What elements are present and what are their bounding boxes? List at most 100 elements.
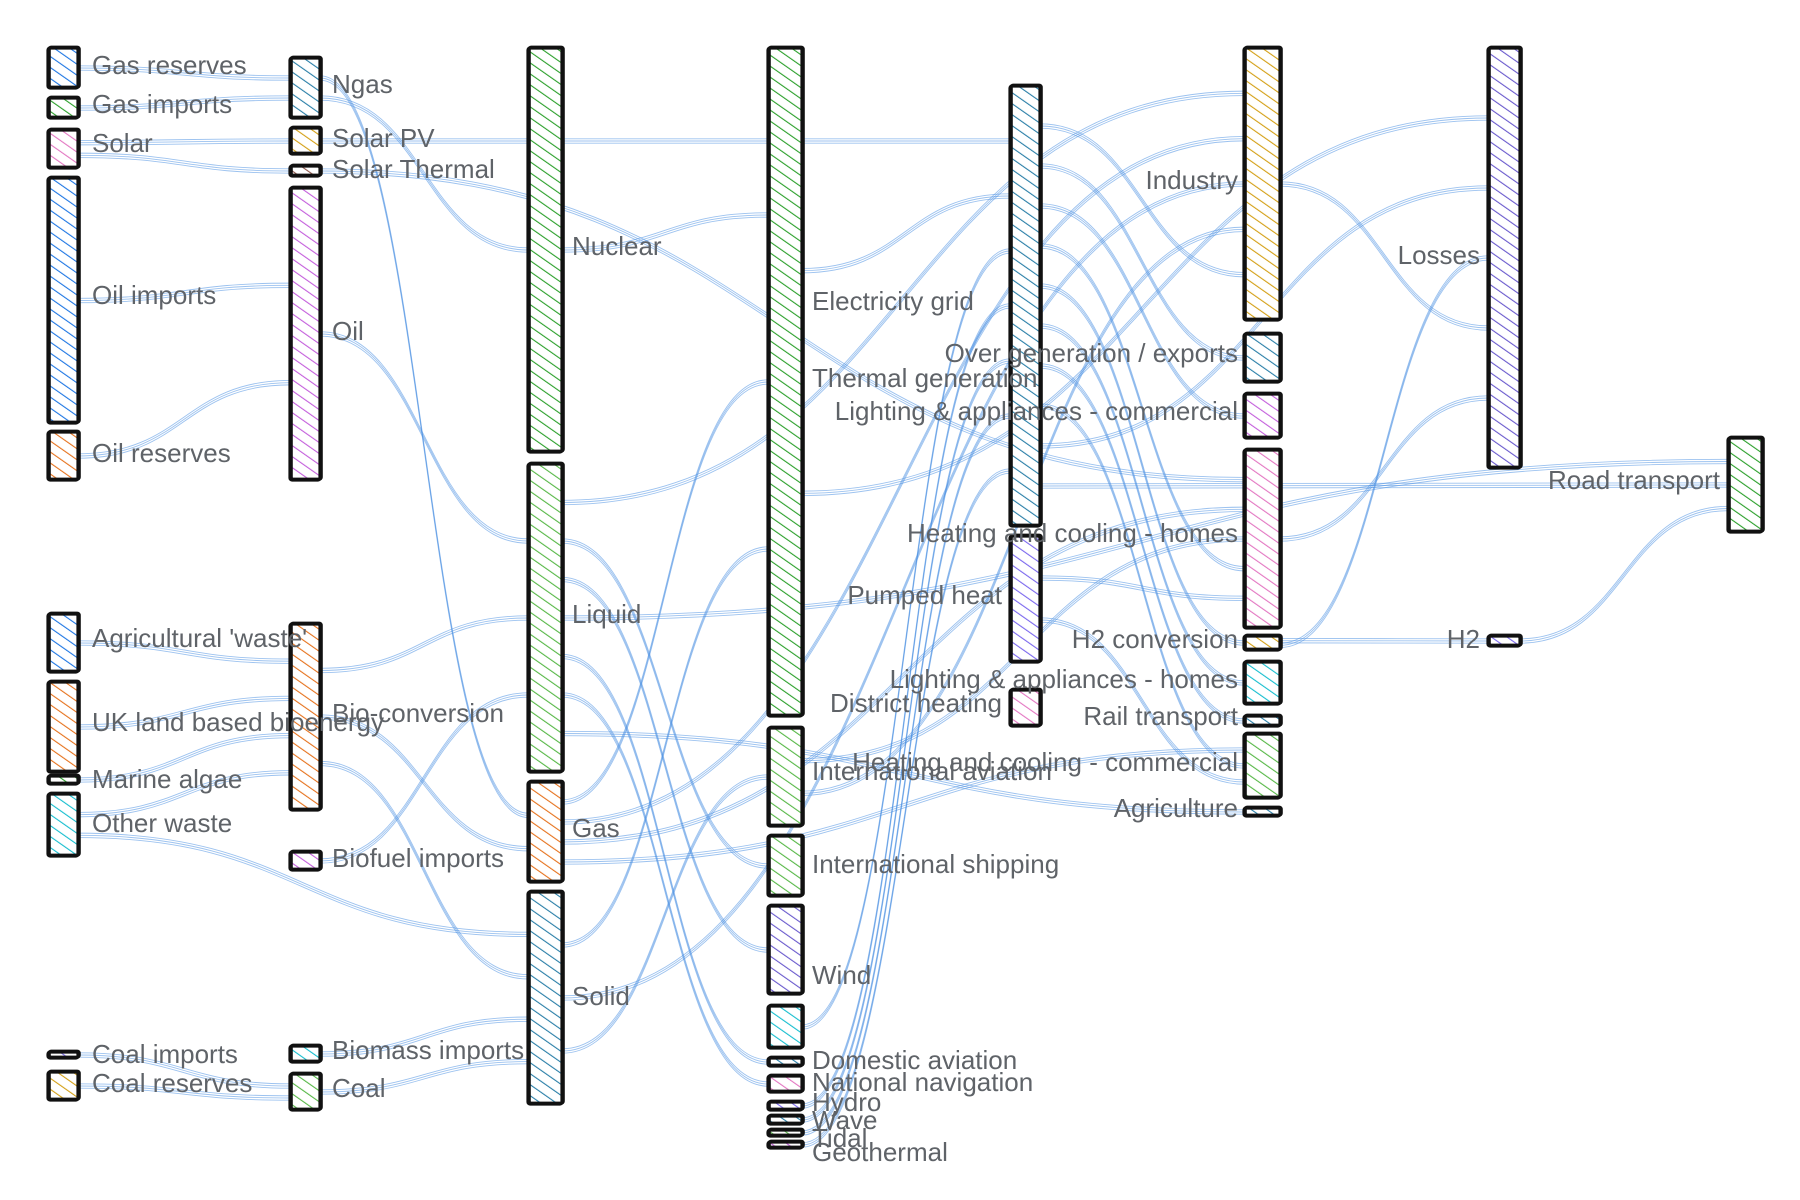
node-lighting-commercial-sketch — [1243, 391, 1283, 439]
link-other_waste-to-bio_conversion — [77, 774, 291, 818]
link-electricity_grid-to-lighting_commercial — [1039, 203, 1245, 415]
link-solid-to-industry — [561, 183, 1245, 999]
link-biofuel_imports-to-liquid — [319, 696, 529, 864]
link-biofuel_imports-to-liquid — [319, 694, 529, 862]
link-gas-to-thermal_generation — [561, 381, 769, 803]
node-wind[interactable] — [766, 1004, 804, 1050]
node-pumped-heat[interactable] — [1008, 534, 1042, 664]
node-solar[interactable] — [46, 128, 80, 170]
node-liquid-sketch — [527, 461, 565, 773]
node-uk-land[interactable] — [46, 680, 80, 774]
label-ngas: Ngas — [332, 69, 393, 99]
node-oil[interactable] — [288, 186, 322, 482]
node-biomass-imports-sketch — [289, 1043, 323, 1063]
link-solar-to-solar_thermal — [77, 154, 291, 172]
label-rail-transport: Rail transport — [1083, 701, 1238, 731]
label-losses: Losses — [1398, 240, 1480, 270]
link-thermal_generation-to-losses — [801, 115, 1489, 492]
node-wind-sketch — [767, 1003, 805, 1049]
link-bio_conversion-to-liquid — [319, 619, 529, 674]
link-bio_conversion-to-solid — [319, 763, 529, 978]
link-gas_imports-to-ngas — [77, 95, 291, 107]
link-solar-to-solar_thermal — [77, 152, 291, 170]
node-district-heating[interactable] — [766, 726, 804, 828]
node-agri-waste[interactable] — [46, 612, 80, 674]
label-oil-reserves: Oil reserves — [92, 438, 231, 468]
node-gas[interactable] — [526, 780, 564, 884]
node-pumped-heat-sketch — [1009, 533, 1043, 663]
link-heating_homes-to-losses — [1279, 399, 1489, 542]
node-solid[interactable] — [526, 890, 564, 1106]
node-road-transport[interactable] — [1726, 436, 1764, 534]
link-thermal_generation-to-losses — [801, 119, 1489, 496]
link-nuclear-to-thermal_generation — [561, 214, 769, 251]
node-biofuel-imports[interactable] — [288, 850, 322, 872]
node-losses[interactable] — [1486, 46, 1522, 470]
link-solar-to-solar_pv — [77, 138, 291, 141]
link-nuclear-to-thermal_generation — [561, 216, 769, 253]
label-solar-pv: Solar PV — [332, 123, 435, 153]
link-industry-to-losses — [1279, 183, 1489, 329]
node-coal[interactable] — [288, 1072, 322, 1112]
node-oil-imports[interactable] — [46, 176, 80, 425]
label-gas-reserves: Gas reserves — [92, 50, 247, 80]
node-intl-aviation-sketch — [767, 833, 805, 897]
link-industry-to-losses — [1279, 185, 1489, 331]
node-thermal-generation[interactable] — [766, 46, 804, 718]
label-agri-waste: Agricultural 'waste' — [92, 623, 307, 653]
link-biomass_imports-to-solid — [319, 1016, 529, 1053]
link-gas-to-heating_homes — [561, 511, 1245, 845]
node-domestic-aviation-sketch — [767, 1055, 805, 1067]
node-oil-reserves-sketch — [47, 429, 81, 481]
link-thermal_generation-to-losses — [801, 117, 1489, 494]
link-other_waste-to-bio_conversion — [77, 772, 291, 816]
node-heating-homes[interactable] — [1242, 448, 1282, 630]
node-over-generation[interactable] — [1242, 332, 1282, 384]
node-electricity-grid[interactable] — [1008, 84, 1042, 528]
label-solid: Solid — [572, 981, 630, 1011]
node-other-waste[interactable] — [46, 792, 80, 858]
link-uk_land-to-bio_conversion — [77, 700, 291, 730]
link-liquid-to-domestic_aviation — [561, 656, 769, 1063]
link-ngas-to-nuclear — [319, 99, 529, 253]
node-solar-pv[interactable] — [288, 126, 322, 156]
link-tidal-to-electricity_grid — [801, 417, 1011, 1136]
link-coal_reserves-to-coal — [77, 1085, 291, 1099]
link-uk_land-to-bio_conversion — [77, 695, 291, 726]
link-electricity_grid-to-road_transport — [1039, 486, 1729, 489]
node-coal-reserves[interactable] — [46, 1070, 80, 1102]
link-coal_imports-to-coal — [77, 1056, 291, 1089]
node-lighting-homes-box[interactable] — [1008, 688, 1042, 728]
link-solid-to-district_heating — [561, 774, 769, 1050]
link-electricity_grid-to-industry — [1039, 127, 1245, 278]
node-lighting-commercial[interactable] — [1242, 392, 1282, 440]
node-thermal-generation-sketch — [767, 45, 805, 717]
link-coal_reserves-to-coal — [77, 1087, 291, 1101]
node-gas-reserves[interactable] — [46, 46, 80, 90]
nodes-layer — [46, 45, 1765, 1150]
label-coal-reserves: Coal reserves — [92, 1068, 252, 1098]
node-gas-imports[interactable] — [46, 96, 80, 120]
node-hydro-sketch — [767, 1099, 805, 1111]
label-road-transport: Road transport — [1548, 465, 1721, 495]
link-heating_homes-to-losses — [1279, 395, 1489, 538]
link-electricity_grid-to-h2_conversion — [1039, 287, 1245, 646]
label-pumped-heat: Pumped heat — [847, 580, 1002, 610]
label-biofuel-imports: Biofuel imports — [332, 843, 504, 873]
node-lighting-homes[interactable] — [1242, 660, 1282, 706]
link-pumped_heat-to-heating_homes — [1039, 577, 1245, 599]
node-industry[interactable] — [1242, 46, 1282, 322]
node-ngas[interactable] — [288, 56, 322, 120]
link-electricity_grid-to-lighting_homes — [1039, 325, 1245, 684]
node-intl-aviation[interactable] — [766, 834, 804, 898]
link-solid-to-thermal_generation — [561, 548, 769, 946]
node-heating-commercial[interactable] — [1242, 732, 1282, 800]
link-industry-to-losses — [1279, 181, 1489, 327]
node-oil-reserves[interactable] — [46, 430, 80, 482]
link-liquid-to-industry — [561, 90, 1245, 501]
label-h2: H2 — [1447, 624, 1480, 654]
node-intl-shipping[interactable] — [766, 904, 804, 996]
node-nuclear[interactable] — [526, 46, 564, 454]
node-liquid[interactable] — [526, 462, 564, 774]
